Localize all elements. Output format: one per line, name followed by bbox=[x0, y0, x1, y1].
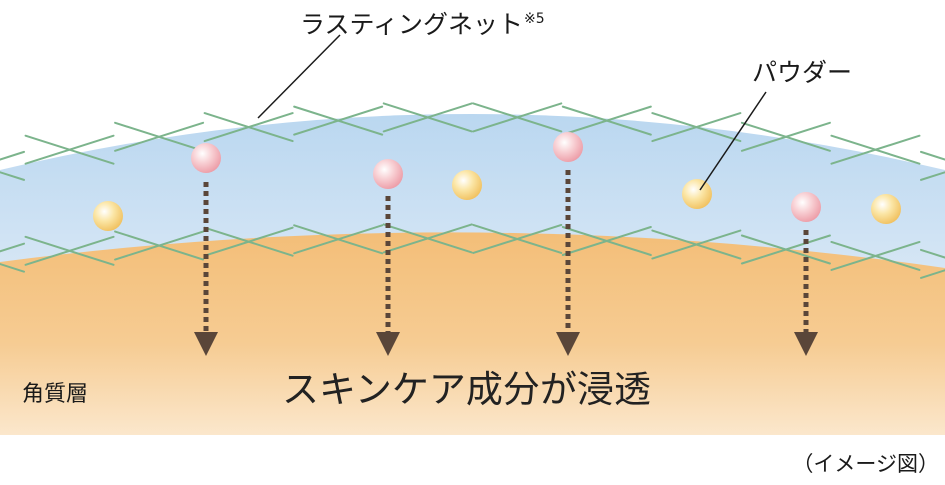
lower-net-strand bbox=[24, 235, 115, 266]
skincare-ingredient-particle bbox=[553, 132, 583, 162]
upper-net-strand bbox=[561, 105, 652, 136]
skincare-ingredient-particle bbox=[191, 143, 221, 173]
powder-particle bbox=[871, 194, 901, 224]
lower-net-strand bbox=[472, 223, 563, 254]
image-note: （イメージ図） bbox=[792, 452, 939, 476]
penetration-arrow-head bbox=[794, 332, 818, 356]
penetration-arrow-head bbox=[376, 332, 400, 356]
powder-particle bbox=[93, 201, 123, 231]
upper-net-strand bbox=[920, 150, 945, 161]
powder-particle bbox=[682, 179, 712, 209]
lower-net-strand bbox=[293, 224, 384, 255]
lower-net-strand bbox=[203, 226, 294, 257]
lower-net-strand bbox=[651, 229, 742, 260]
powder-particle bbox=[452, 170, 482, 200]
skincare-ingredient-particle bbox=[373, 159, 403, 189]
upper-net-strand bbox=[0, 171, 25, 181]
lower-net-strand bbox=[740, 234, 831, 265]
upper-net-strand bbox=[293, 105, 384, 136]
upper-net-strand bbox=[472, 102, 563, 133]
skincare-ingredient-particle bbox=[791, 192, 821, 222]
lasting-net-text: ラスティングネット bbox=[300, 10, 524, 39]
penetration-arrows bbox=[194, 170, 818, 356]
upper-net-strand bbox=[740, 121, 831, 152]
upper-net-strand bbox=[203, 112, 294, 143]
powder-label: パウダー bbox=[752, 58, 853, 87]
upper-net-strand bbox=[830, 134, 921, 165]
lasting-net-note-mark: ※5 bbox=[524, 11, 545, 27]
lower-net-strand bbox=[0, 242, 25, 253]
upper-net-strand bbox=[920, 171, 945, 181]
lasting-net-label: ラスティングネット※5 bbox=[300, 12, 545, 37]
lower-net-strand bbox=[561, 226, 652, 257]
lower-net-strand bbox=[382, 223, 473, 254]
skin-layer-label: 角質層 bbox=[22, 382, 89, 407]
penetration-arrow-head bbox=[556, 332, 580, 356]
upper-net-strand bbox=[24, 134, 115, 165]
powder-leader-line bbox=[699, 91, 767, 191]
lower-net-strand bbox=[920, 248, 945, 259]
upper-net-strand bbox=[651, 112, 742, 143]
upper-net-strand bbox=[114, 121, 205, 152]
lower-net-strand bbox=[114, 230, 205, 261]
upper-net-strand bbox=[0, 150, 25, 161]
penetration-label: スキンケア成分が浸透 bbox=[282, 368, 651, 411]
upper-net-strand bbox=[382, 102, 473, 133]
lower-net-strand bbox=[830, 240, 921, 271]
lasting-net bbox=[0, 102, 945, 279]
lower-net-strand bbox=[0, 262, 25, 273]
lower-net-strand bbox=[920, 269, 945, 279]
penetration-arrow-head bbox=[194, 332, 218, 356]
lasting-net-leader-line bbox=[257, 34, 341, 119]
particles bbox=[93, 132, 901, 231]
skin-layer bbox=[0, 232, 945, 435]
